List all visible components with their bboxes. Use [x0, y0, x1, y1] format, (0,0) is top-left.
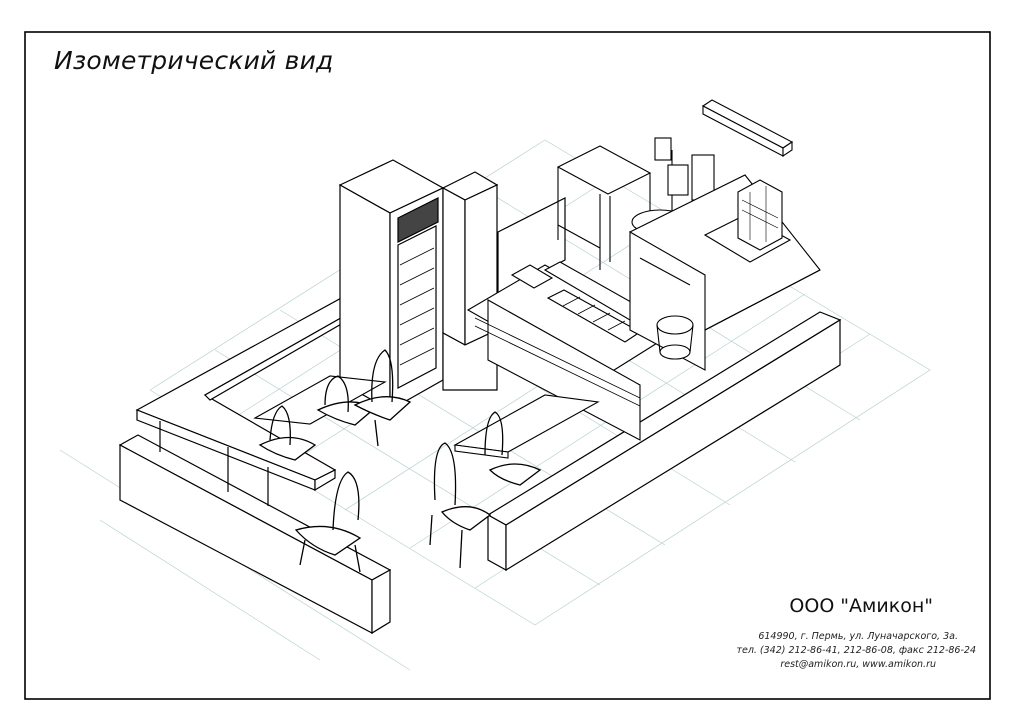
work-tables [556, 145, 652, 270]
heat-lamp [701, 99, 794, 158]
company-name: ООО "Амикон" [789, 595, 933, 617]
company-phones: тел. (342) 212-86-41, 212-86-08, факс 21… [736, 645, 976, 656]
partition-walls [118, 197, 842, 635]
round-bin [656, 315, 694, 360]
salad-bar-counter [466, 261, 672, 441]
waffle-maker [703, 179, 792, 263]
chairs [258, 349, 542, 573]
cafe-tables [253, 375, 600, 459]
company-address: 614990, г. Пермь, ул. Луначарского, 3а. [758, 631, 958, 642]
drawing-title: Изометрический вид [54, 46, 334, 75]
refrigerator-cabinet [338, 159, 445, 412]
drawing-frame [24, 31, 991, 700]
company-web: rest@amikon.ru, www.amikon.ru [780, 659, 936, 670]
